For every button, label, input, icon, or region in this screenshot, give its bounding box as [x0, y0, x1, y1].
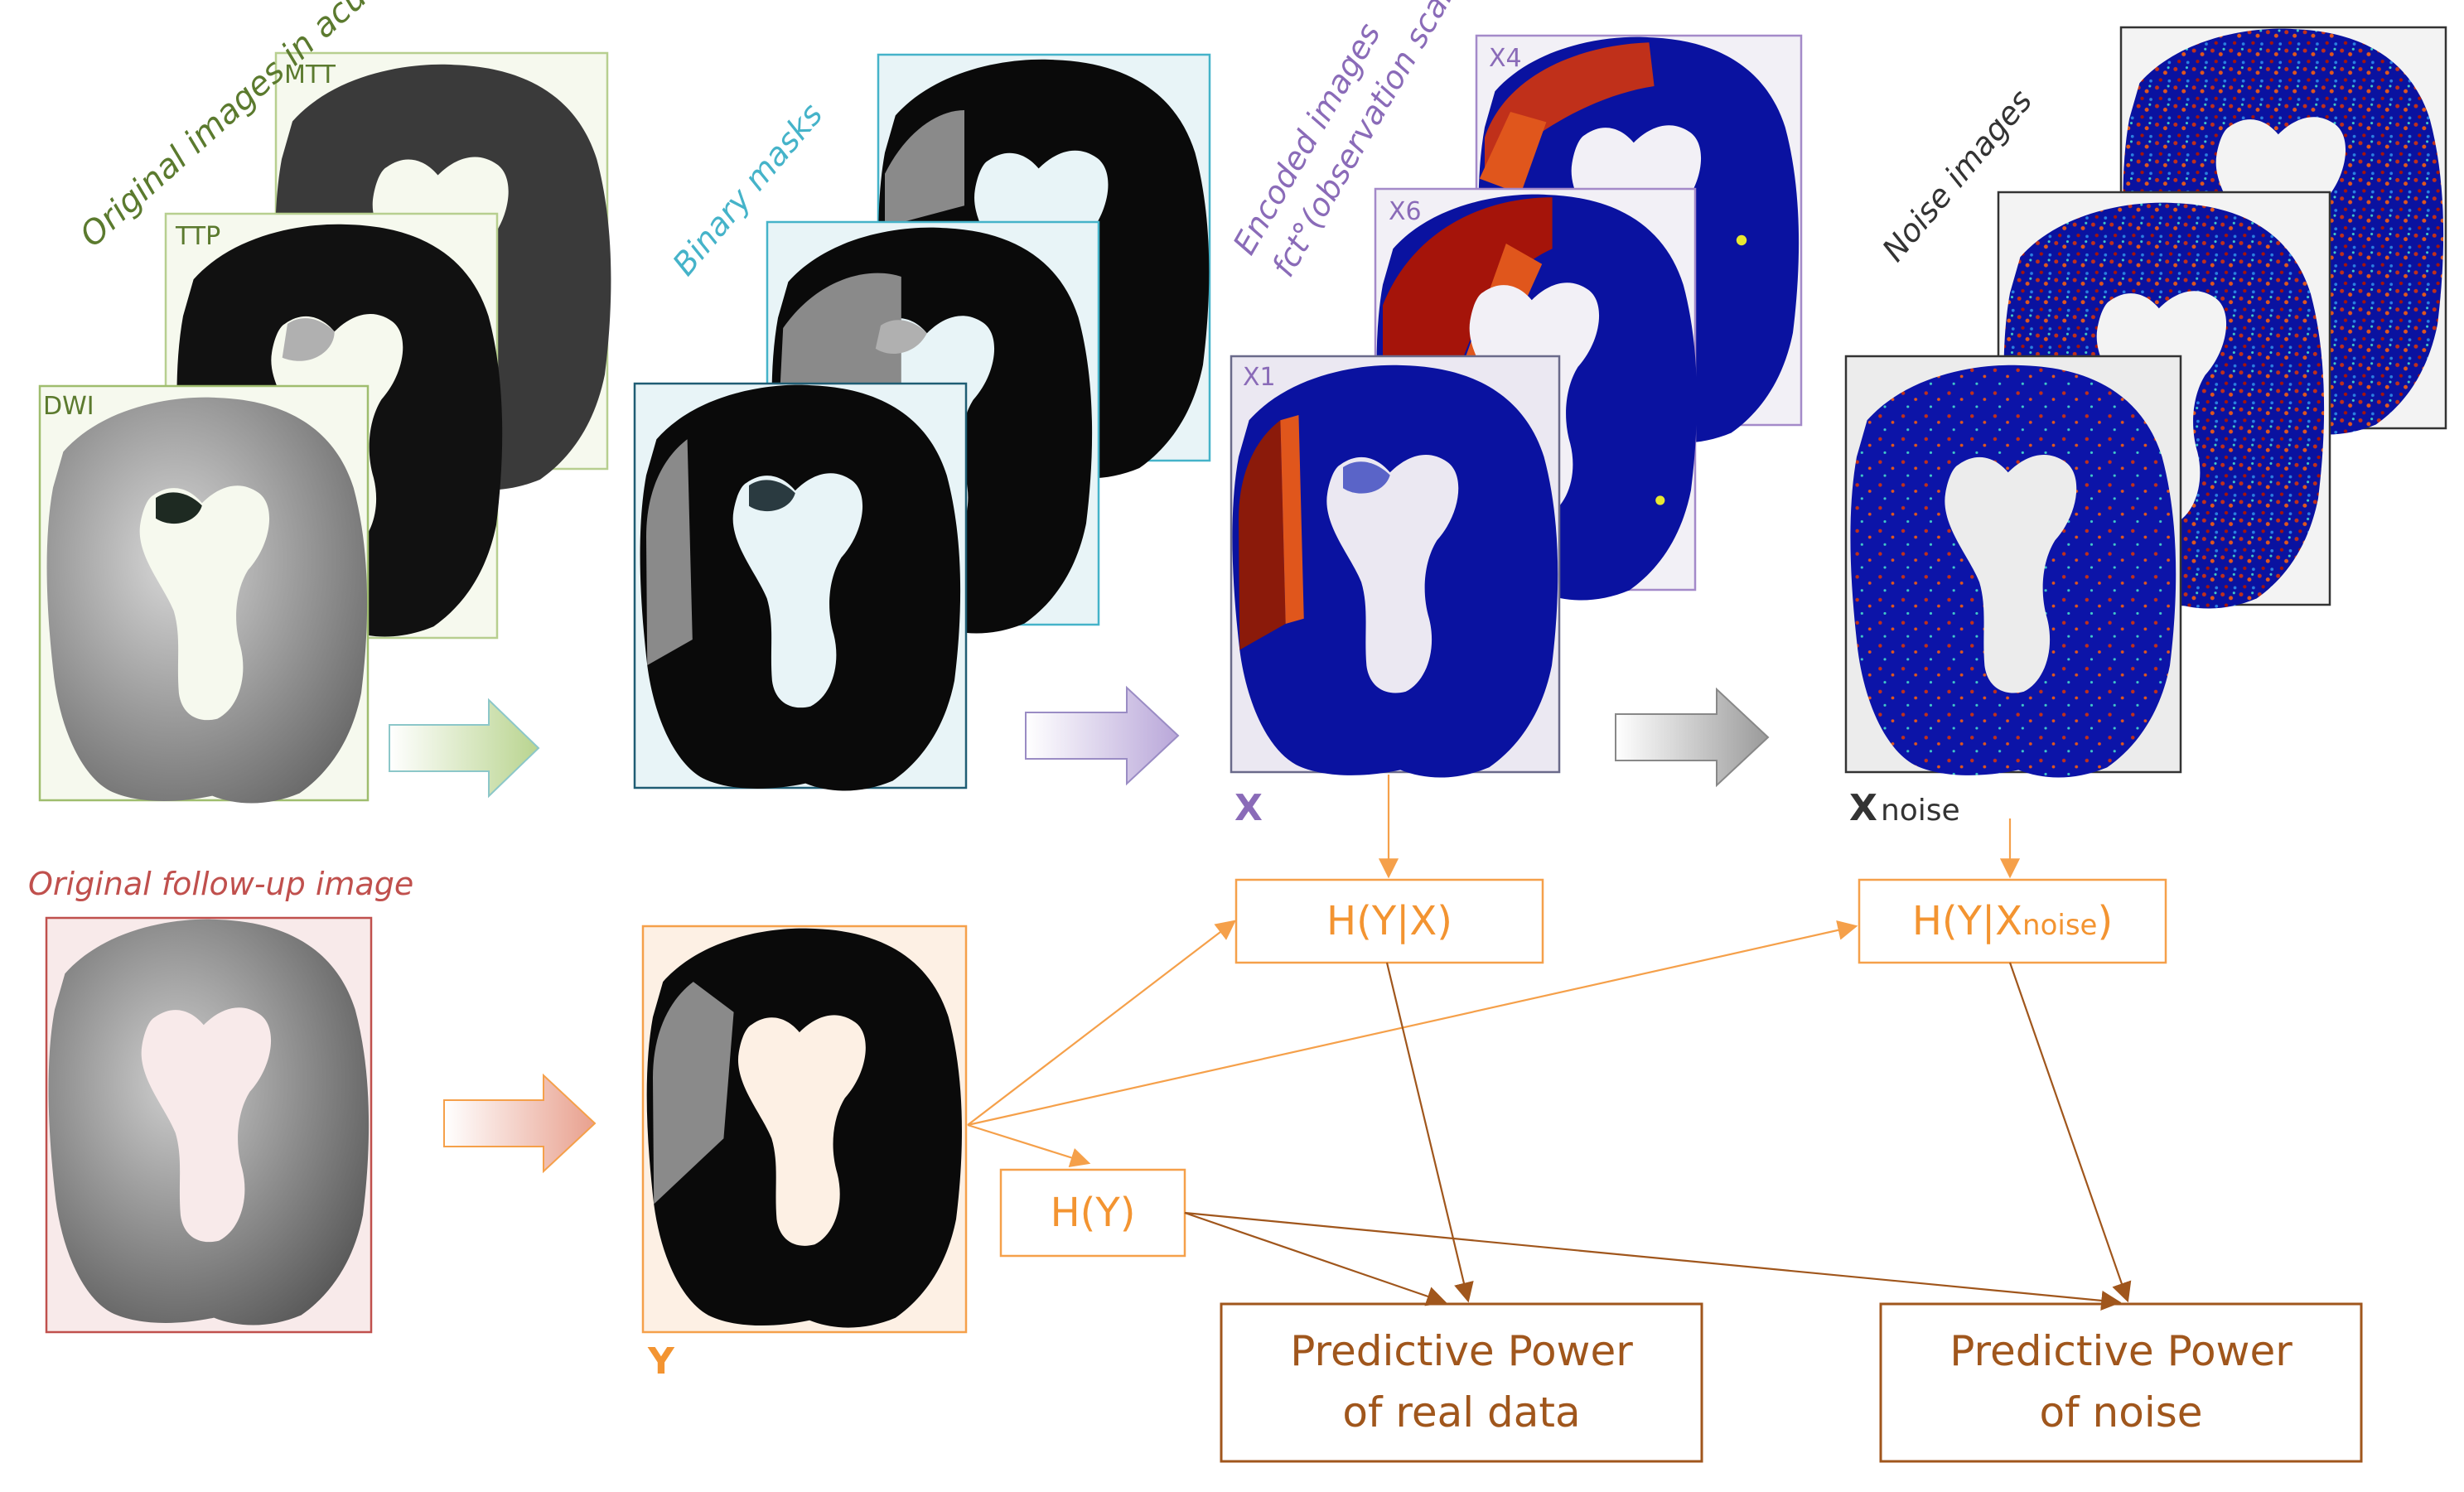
pp-noise-line2: of noise — [2039, 1388, 2202, 1436]
hyxnoise-to-pp-noise-arrow — [2008, 962, 2132, 1303]
hyx-text: H(Y|X) — [1326, 898, 1452, 944]
x1-label: X1 — [1243, 363, 1276, 392]
hyx-to-pp-real-arrow — [1385, 962, 1474, 1303]
hy-text: H(Y) — [1051, 1190, 1136, 1236]
brown-connectors — [1184, 962, 2132, 1311]
arrow-to-noise — [1615, 687, 1770, 788]
binary-mask-front — [633, 382, 968, 791]
hyxnoise-text: H(Y|Xnoise) — [1912, 898, 2113, 944]
y-to-hyx-arrow — [967, 920, 1236, 1126]
arrow-to-encoded — [1025, 685, 1180, 786]
followup-panel — [45, 916, 373, 1334]
followup-label: Original follow-up image — [28, 866, 413, 902]
x6-label: X6 — [1389, 197, 1422, 226]
pp-real-box: Predictive Power of real data — [1220, 1302, 1703, 1463]
arrow-to-masks — [389, 698, 540, 799]
hy-box: H(Y) — [999, 1168, 1186, 1258]
pp-noise-box: Predictive Power of noise — [1879, 1302, 2363, 1463]
y-to-hy-arrow — [967, 1123, 1091, 1167]
dwi-label: DWI — [43, 392, 94, 421]
noise-front-panel — [1844, 355, 2182, 778]
hyx-box: H(Y|X) — [1234, 878, 1544, 964]
pp-real-line2: of real data — [1342, 1388, 1580, 1436]
encoded-x1-panel: X1 — [1230, 355, 1561, 778]
x-variable: X — [1234, 787, 1263, 829]
arrow-to-y — [443, 1073, 597, 1174]
hy-to-pp-real-arrow — [1184, 1211, 1447, 1306]
dwi-panel: DWI — [38, 384, 370, 804]
mtt-label: MTT — [284, 60, 336, 89]
pp-noise-line1: Predictive Power — [1949, 1327, 2292, 1375]
orange-connectors — [967, 775, 2021, 1167]
hyxnoise-box: H(Y|Xnoise) — [1858, 878, 2167, 964]
pp-real-line1: Predictive Power — [1290, 1327, 1633, 1375]
hy-to-pp-noise-arrow — [1184, 1211, 2122, 1311]
y-variable: Y — [647, 1340, 675, 1383]
y-panel — [641, 925, 968, 1334]
y-to-hyxnoise-arrow — [967, 920, 1858, 1127]
x4-label: X4 — [1489, 44, 1522, 73]
ttp-label: TTP — [175, 222, 220, 251]
